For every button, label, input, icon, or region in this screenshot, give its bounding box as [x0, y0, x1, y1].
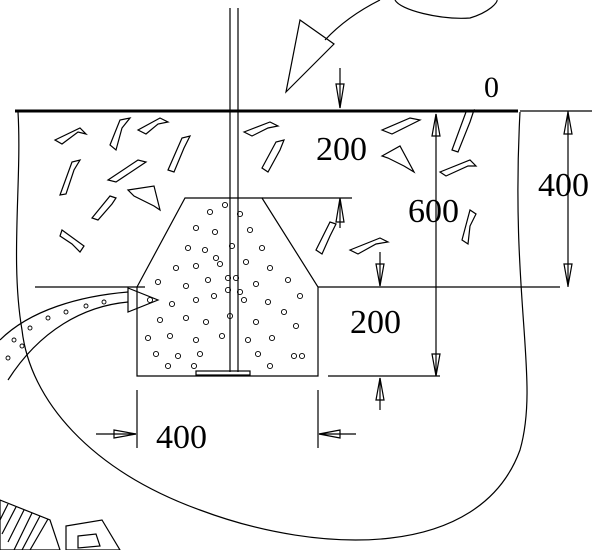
right-dim-arrow-top — [563, 111, 573, 135]
lower-dim-arrow-top — [375, 263, 385, 287]
base-dim-arrow-right — [318, 429, 341, 439]
right-dim-arrow-bottom — [563, 263, 573, 287]
upper-depth-label: 200 — [316, 131, 367, 168]
hose-dots — [5, 299, 107, 361]
total-depth-label: 600 — [408, 193, 459, 230]
upper-dim-arrow — [335, 197, 345, 223]
vertical-pole — [229, 8, 239, 372]
bottom-left-hatch — [0, 499, 121, 550]
left-feed-hose — [0, 287, 160, 381]
excavation-boundary — [15, 111, 528, 541]
stone-arrow-curve — [324, 0, 381, 41]
ground-level-label: 0 — [484, 71, 499, 104]
zero-arrow-head — [335, 83, 345, 109]
base-plate — [195, 370, 251, 376]
total-dim-arrow-bottom — [431, 353, 441, 377]
lower-dim-arrow-bottom — [375, 377, 385, 401]
gravel-fill — [53, 109, 478, 255]
base-dim-arrow-left — [113, 429, 137, 439]
lower-depth-label: 200 — [350, 304, 401, 341]
stone-top-right — [394, 0, 498, 19]
total-dim-arrow-top — [431, 113, 441, 137]
stone-arrow-head — [285, 18, 335, 94]
base-width-label: 400 — [156, 419, 207, 456]
right-depth-label: 400 — [538, 167, 589, 204]
